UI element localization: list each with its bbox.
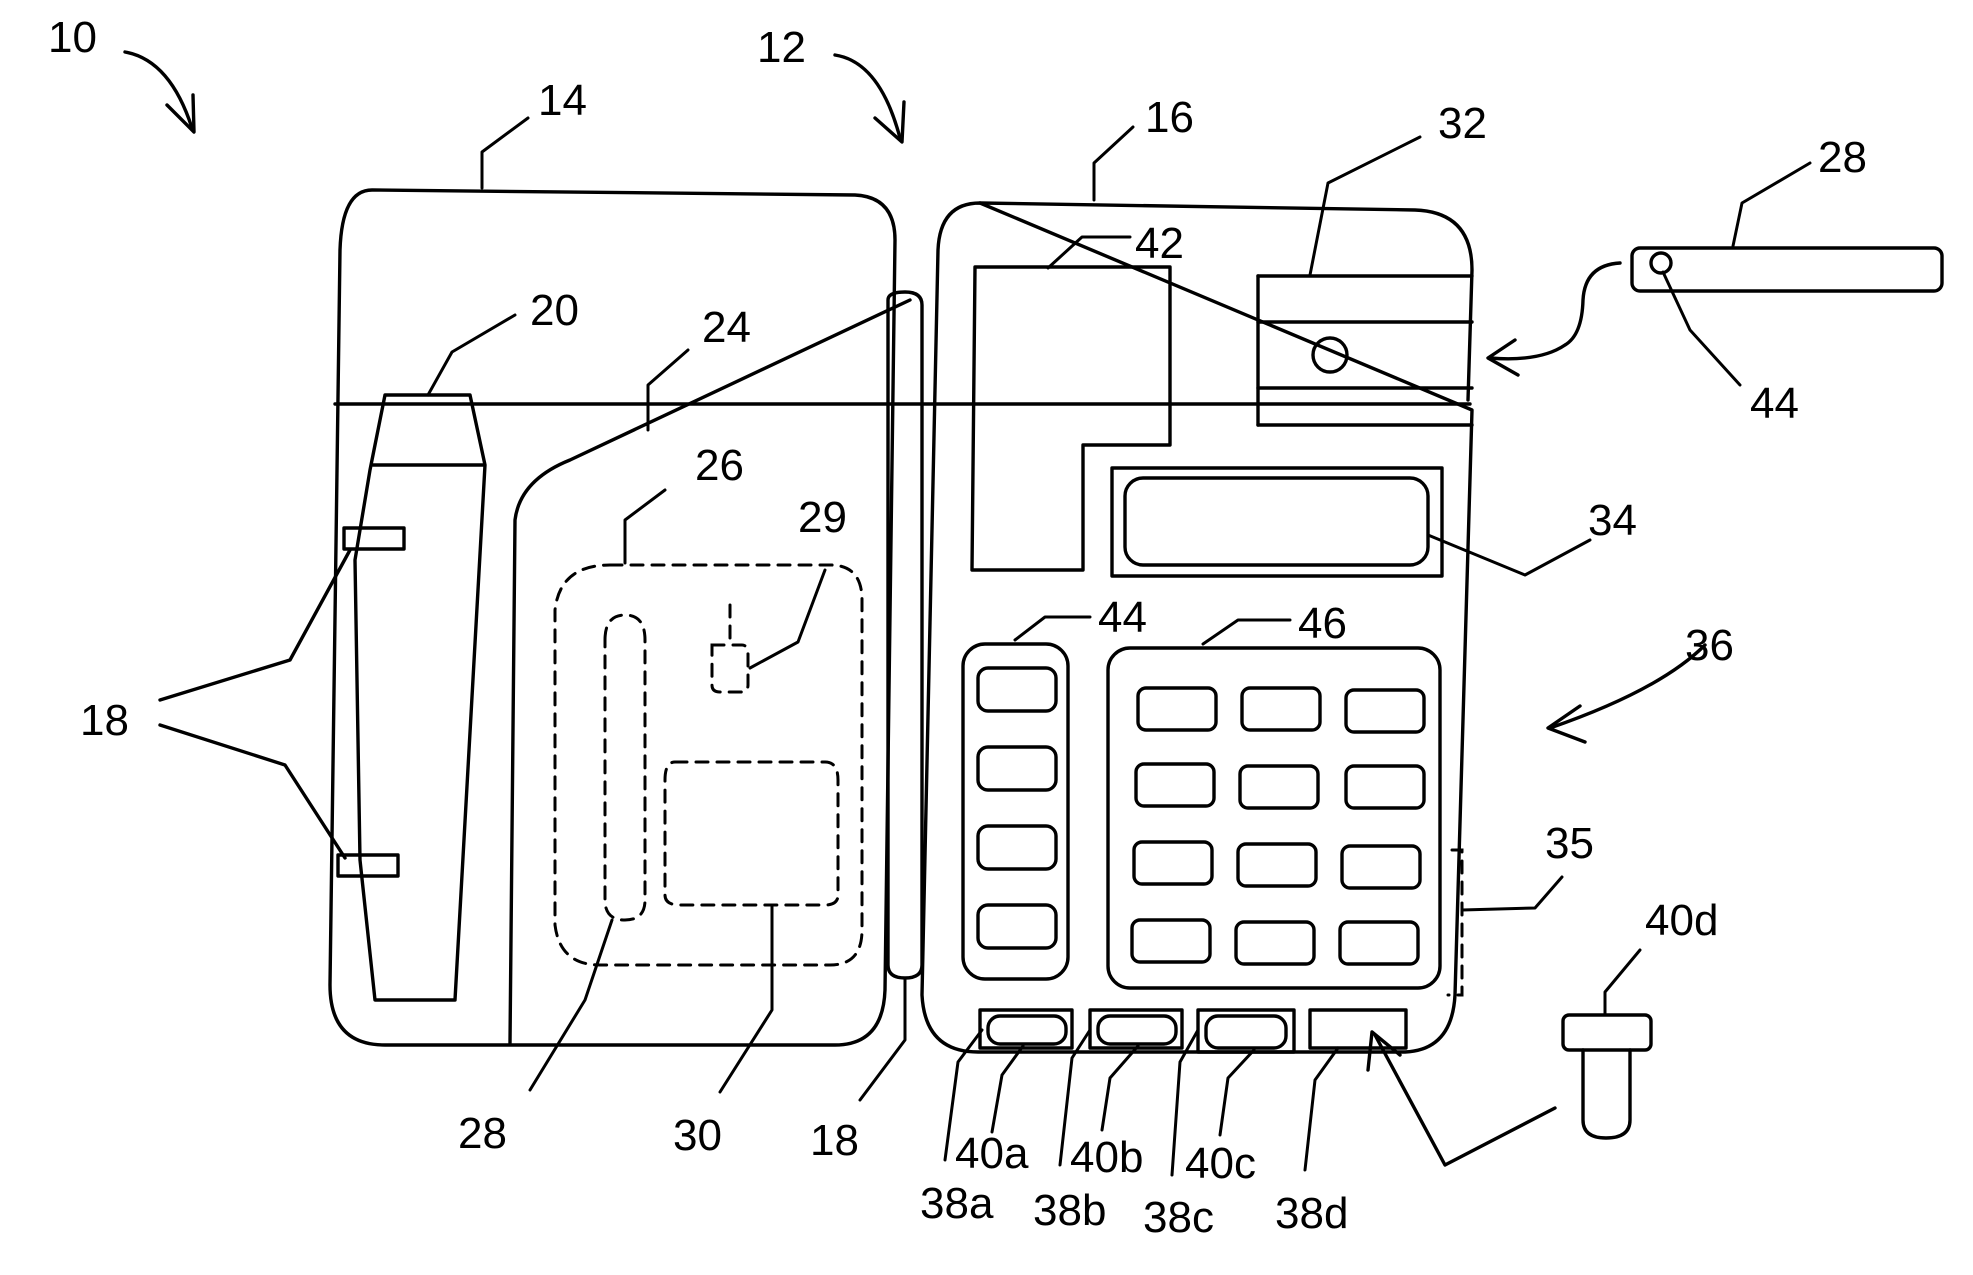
- right-housing-panel: [922, 203, 1472, 1052]
- ref-42: 42: [1135, 219, 1184, 268]
- ref-26: 26: [695, 441, 744, 490]
- ref-38c: 38c: [1143, 1193, 1214, 1242]
- ref-44-top: 44: [1750, 379, 1799, 428]
- ref-24: 24: [702, 303, 751, 352]
- ref-18-bottom: 18: [810, 1116, 859, 1165]
- keypad: [1108, 648, 1440, 988]
- ref-32: 32: [1438, 99, 1487, 148]
- clip-lower: [338, 855, 398, 876]
- ref-20: 20: [530, 286, 579, 335]
- ref-28-top: 28: [1818, 133, 1867, 182]
- ref-40a: 40a: [955, 1129, 1029, 1178]
- compartment-42: [972, 267, 1170, 570]
- leader-lines: [125, 52, 1810, 1175]
- receptacles: [980, 1010, 1406, 1052]
- ref-29: 29: [798, 493, 847, 542]
- ref-14: 14: [538, 76, 587, 125]
- ref-18-left: 18: [80, 696, 129, 745]
- memory-button-column: [963, 644, 1068, 979]
- ref-46: 46: [1298, 599, 1347, 648]
- card-28: [1632, 248, 1942, 291]
- display-window: [1112, 468, 1442, 576]
- ref-40d: 40d: [1645, 896, 1718, 945]
- ref-44-mid: 44: [1098, 593, 1147, 642]
- ref-30: 30: [673, 1111, 722, 1160]
- plug-40d: [1563, 1015, 1651, 1138]
- ref-40b: 40b: [1070, 1133, 1143, 1182]
- ref-36: 36: [1685, 621, 1734, 670]
- ref-40c: 40c: [1185, 1139, 1256, 1188]
- ref-38a: 38a: [920, 1179, 994, 1228]
- ref-10: 10: [48, 13, 97, 62]
- clip-upper: [344, 528, 404, 549]
- ref-38b: 38b: [1033, 1186, 1106, 1235]
- ref-38d: 38d: [1275, 1189, 1348, 1238]
- ref-28-bottom: 28: [458, 1109, 507, 1158]
- ref-12: 12: [757, 23, 806, 72]
- ref-16: 16: [1145, 93, 1194, 142]
- reference-labels: 10 12 14 16 32 28 44 42 20 24 26 29 34 4…: [48, 13, 1867, 1242]
- handset-cradle: [355, 395, 485, 1000]
- ref-34: 34: [1588, 496, 1637, 545]
- strap-line: [510, 300, 910, 1043]
- ref-35: 35: [1545, 819, 1594, 868]
- hidden-compartment: [555, 565, 862, 965]
